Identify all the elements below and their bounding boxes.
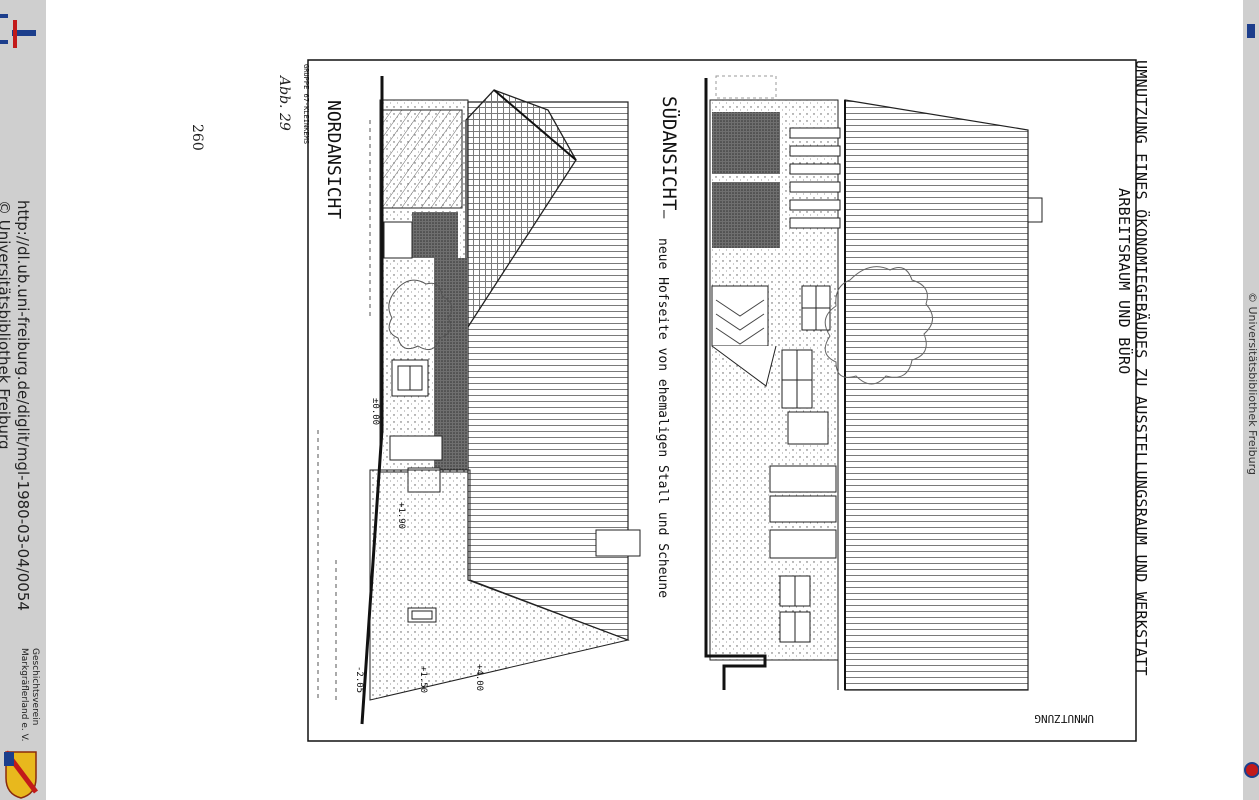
- dimension-label: +4.00: [474, 664, 484, 692]
- dimension-label: +1.90: [396, 502, 406, 530]
- south-view-elevation: [704, 75, 1043, 691]
- url-line[interactable]: http://dl.ub.uni-freiburg.de/diglit/mgl-…: [14, 200, 32, 611]
- dimension-label: +1.50: [418, 666, 428, 694]
- copyright-line: © Universitätsbibliothek Freiburg: [0, 200, 13, 450]
- north-view-title: NORDANSICHT: [323, 100, 344, 220]
- coat-of-arms-icon: [4, 750, 38, 799]
- south-view-subtitle: neue Hofseite von ehemaligen Stall und S…: [655, 238, 670, 599]
- dimension-label: ±0.00: [370, 398, 380, 426]
- south-view-dash: –: [656, 210, 672, 219]
- group-label: GRUPPE 67·KLEINKEMS: [302, 64, 310, 145]
- right-copyright-text: © Universitätsbibliothek Freiburg: [1246, 292, 1259, 475]
- society-label: Geschichtsverein Markgräflerland e. V.: [18, 648, 40, 741]
- page-frame: [307, 59, 1137, 742]
- viewer-right-sidebar: [1243, 0, 1259, 800]
- viewer-left-sidebar: [0, 0, 46, 800]
- north-view-elevation: [317, 76, 641, 725]
- corner-label: UMNUTZUNG: [1034, 712, 1094, 725]
- drawing-header-line-2: ARBEITSRAUM UND BÜRO: [1115, 188, 1133, 375]
- drawing-header-line-1: UMNUTZUNG EINES ÖKONOMIEGEBÄUDES ZU AUSS…: [1132, 60, 1150, 676]
- figure-label: Abb. 29: [276, 76, 292, 131]
- page-number: 260: [189, 124, 205, 151]
- society-line-2: Markgräflerland e. V.: [19, 648, 29, 742]
- dimension-label: -2.05: [354, 666, 364, 694]
- society-line-1: Geschichtsverein: [30, 648, 40, 726]
- right-edge-icons: [1244, 24, 1259, 778]
- library-logo-icon: [0, 14, 36, 48]
- south-view-title: SÜDANSICHT: [658, 96, 680, 211]
- source-url-text: http://dl.ub.uni-freiburg.de/diglit/mgl-…: [0, 200, 32, 611]
